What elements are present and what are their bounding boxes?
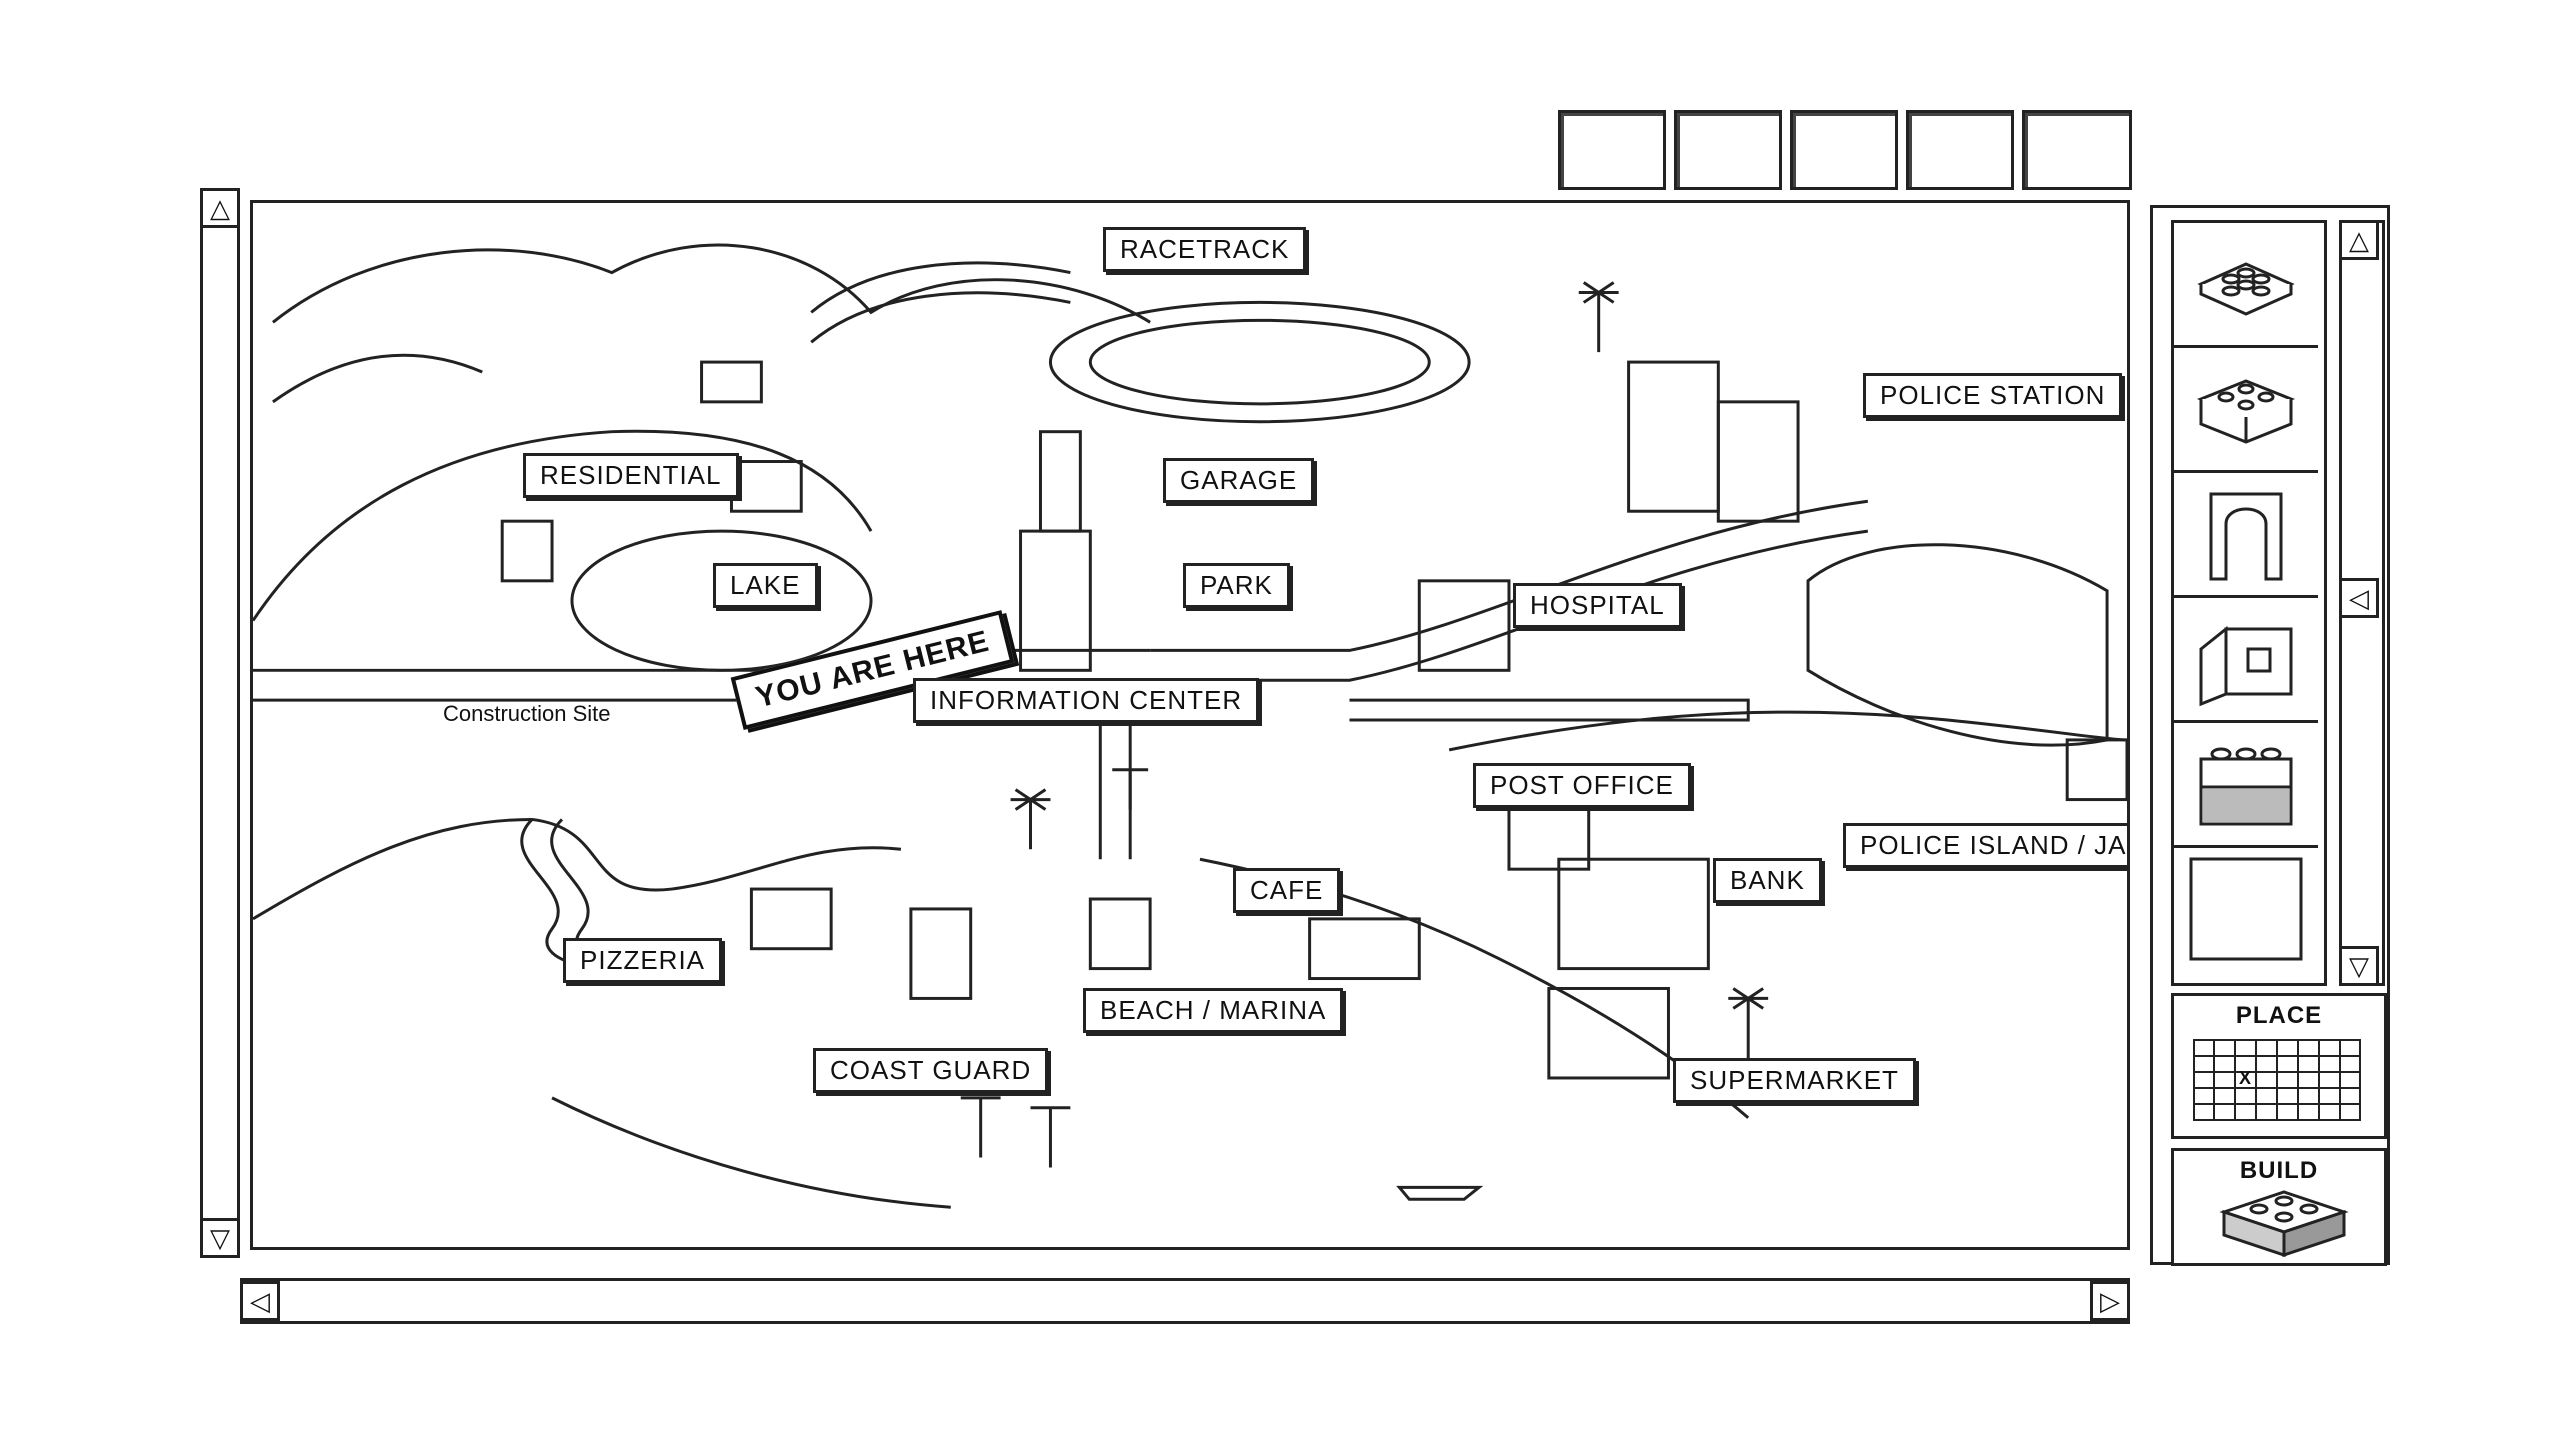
label-post-office[interactable]: POST OFFICE [1473,763,1691,808]
top-tab-5[interactable] [2022,110,2132,190]
scroll-up-button[interactable]: △ [200,188,240,228]
palette-scrollbar[interactable]: △ ◁ ▽ [2339,220,2385,986]
label-information-center[interactable]: INFORMATION CENTER [913,678,1260,723]
scroll-up-icon: △ [2349,225,2369,255]
brick-2x4-icon [2196,379,2296,444]
label-beach-marina[interactable]: BEACH / MARINA [1083,988,1344,1033]
label-cafe[interactable]: CAFE [1233,868,1341,913]
scroll-right-button[interactable]: ▷ [2090,1281,2130,1321]
palette-item-arch[interactable] [2174,473,2318,598]
palette-item-shaded-brick[interactable] [2174,723,2318,848]
top-tab-4[interactable] [1906,110,2014,190]
palette-scroll-up-button[interactable]: △ [2339,220,2379,260]
brick-list [2171,220,2327,986]
arch-icon [2209,492,2283,581]
label-supermarket[interactable]: SUPERMARKET [1673,1058,1916,1103]
top-tab-2[interactable] [1674,110,1782,190]
window-panel-icon [2199,625,2293,707]
palette-item-brick[interactable] [2174,348,2318,473]
brick-shaded-icon [2199,747,2293,826]
scroll-left-icon: ◁ [250,1286,270,1316]
label-garage[interactable]: GARAGE [1163,458,1315,503]
place-button[interactable]: PLACE X [2171,993,2387,1139]
label-police-station[interactable]: POLICE STATION [1863,373,2123,418]
label-construction-site[interactable]: Construction Site [443,701,611,726]
label-pizzeria[interactable]: PIZZERIA [563,938,723,983]
palette-scroll-thumb[interactable]: ◁ [2339,578,2379,618]
scroll-left-icon: ◁ [2349,583,2369,613]
palette-scroll-down-button[interactable]: ▽ [2339,946,2379,986]
scroll-up-icon: △ [210,193,230,223]
horizontal-scrollbar[interactable]: ◁ ▷ [240,1278,2130,1324]
top-tab-3[interactable] [1790,110,1898,190]
city-map[interactable]: RACETRACK POLICE STATION RESIDENTIAL GAR… [250,200,2130,1250]
palette-item-empty[interactable] [2174,848,2318,970]
label-park[interactable]: PARK [1183,563,1290,608]
vertical-scrollbar[interactable]: △ ▽ [200,188,240,1258]
empty-slot-icon [2189,857,2303,961]
top-tab-1[interactable] [1558,110,1666,190]
scroll-right-icon: ▷ [2100,1286,2120,1316]
scroll-left-button[interactable]: ◁ [240,1281,280,1321]
place-marker: X [2239,1068,2252,1088]
label-hospital[interactable]: HOSPITAL [1513,583,1682,628]
palette-item-window[interactable] [2174,598,2318,723]
scroll-down-button[interactable]: ▽ [200,1218,240,1258]
place-title: PLACE [2235,1002,2323,1029]
flat-plate-icon [2197,262,2295,316]
scroll-down-icon: ▽ [210,1223,230,1253]
build-button[interactable]: BUILD [2171,1148,2387,1266]
build-title: BUILD [2239,1157,2319,1184]
label-racetrack[interactable]: RACETRACK [1103,227,1307,272]
place-grid-icon [2193,1039,2361,1121]
build-brick-icon [2219,1190,2349,1258]
palette-item-flat-plate[interactable] [2174,223,2318,348]
label-residential[interactable]: RESIDENTIAL [523,453,739,498]
scroll-down-icon: ▽ [2349,951,2369,981]
label-bank[interactable]: BANK [1713,858,1822,903]
label-coast-guard[interactable]: COAST GUARD [813,1048,1049,1093]
label-police-island-jail[interactable]: POLICE ISLAND / JAIL [1843,823,2127,868]
label-lake[interactable]: LAKE [713,563,818,608]
build-palette: △ ◁ ▽ PLACE X BUILD [2150,205,2390,1266]
